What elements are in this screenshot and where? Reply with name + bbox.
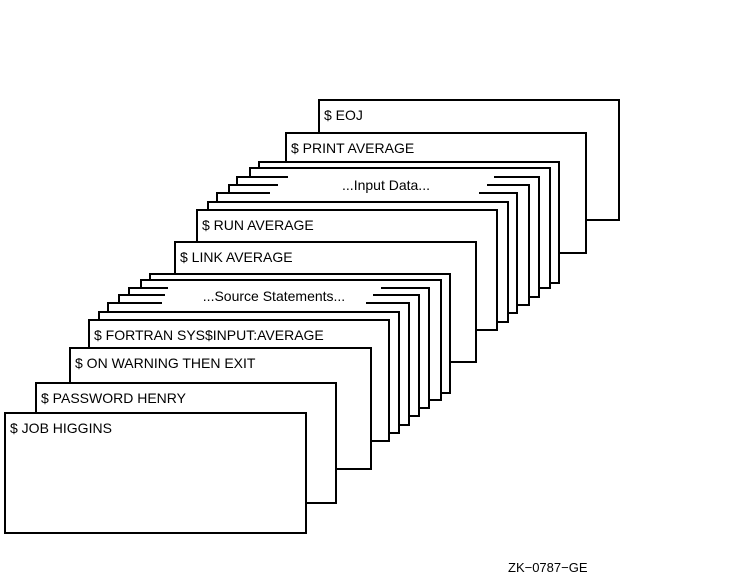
input-data-label: ...Input Data... xyxy=(342,177,430,193)
card-label: $ LINK AVERAGE xyxy=(180,249,293,265)
card-label: $ ON WARNING THEN EXIT xyxy=(75,355,256,371)
card-job-higgins: $ JOB HIGGINS xyxy=(4,412,307,534)
source-statements-label: ...Source Statements... xyxy=(203,288,345,304)
card-label: $ PASSWORD HENRY xyxy=(41,390,187,406)
card-label: $ FORTRAN SYS$INPUT:AVERAGE xyxy=(94,327,324,343)
card-label: $ RUN AVERAGE xyxy=(202,217,314,233)
card-label: $ EOJ xyxy=(324,107,363,123)
card-label: $ JOB HIGGINS xyxy=(10,420,112,436)
figure-caption: ZK−0787−GE xyxy=(508,560,588,575)
card-label: $ PRINT AVERAGE xyxy=(291,140,414,156)
